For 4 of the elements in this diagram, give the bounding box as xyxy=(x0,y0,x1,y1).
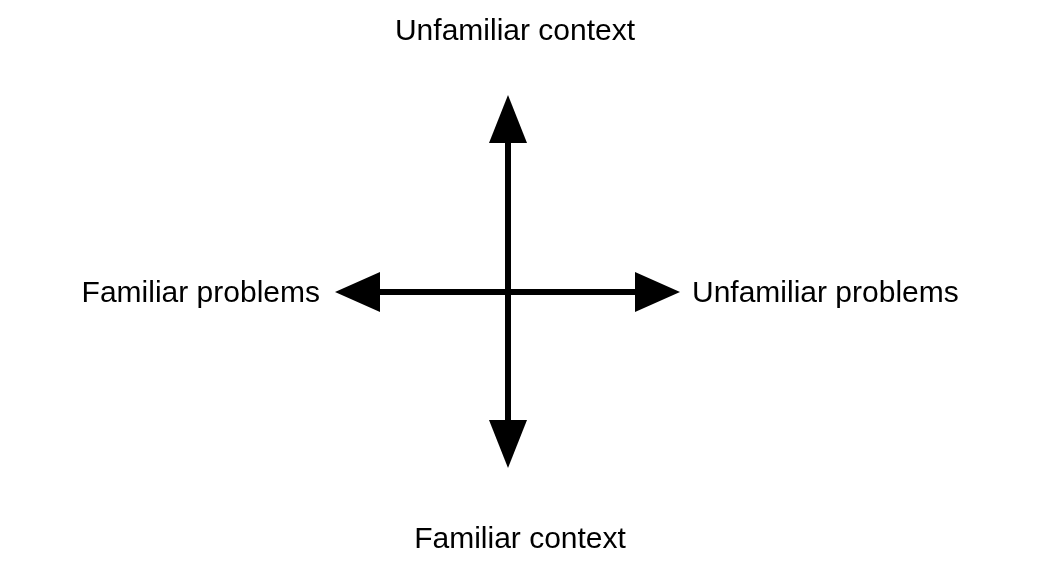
axis-label: Unfamiliar problems xyxy=(692,274,959,310)
axis-label: Familiar context xyxy=(414,520,626,556)
axis-label: Unfamiliar context xyxy=(394,12,636,48)
axis-label: Familiar problems xyxy=(81,274,320,310)
